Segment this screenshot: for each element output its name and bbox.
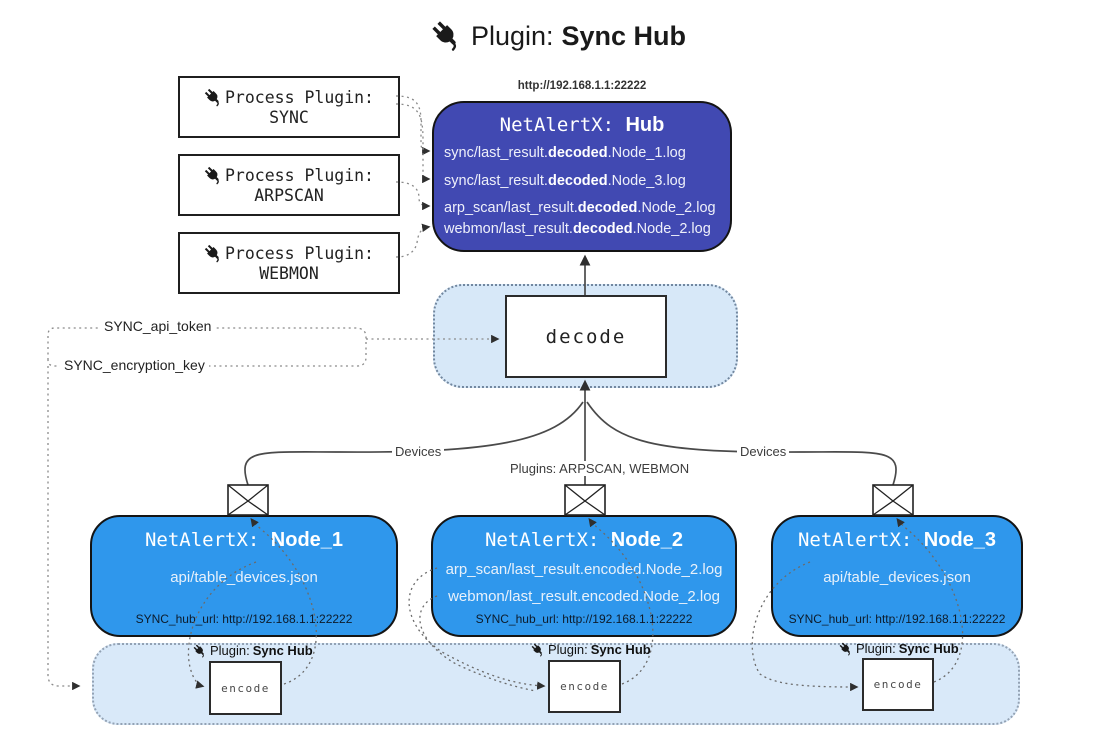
plug-icon xyxy=(531,643,542,656)
node-box-node-3: NetAlertX: Node_3 api/table_devices.json… xyxy=(771,515,1023,637)
envelope-icon xyxy=(872,484,914,516)
process-plugin-box-sync: Process Plugin: SYNC xyxy=(178,76,400,138)
encode-box: encode xyxy=(209,661,282,715)
arpscan-to-hub-line xyxy=(395,181,431,211)
encode-box: encode xyxy=(862,658,934,711)
plug-icon xyxy=(204,166,219,184)
hub-title: NetAlertX: Hub xyxy=(499,114,665,136)
hub-log-line: arp_scan/last_result.decoded.Node_2.log xyxy=(444,200,716,216)
title-prefix: Plugin: xyxy=(470,20,554,51)
process-plugin-heading: Process Plugin: xyxy=(224,87,374,107)
plug-icon xyxy=(204,244,219,262)
encode-plugin-label: Plugin:Sync Hub xyxy=(531,642,651,657)
hub-url-label: http://192.168.1.1:22222 xyxy=(517,80,647,92)
process-plugin-box-arpscan: Process Plugin: ARPSCAN xyxy=(178,154,400,216)
node-hub-url: SYNC_hub_url: http://192.168.1.1:22222 xyxy=(475,612,693,626)
node-hub-url: SYNC_hub_url: http://192.168.1.1:22222 xyxy=(135,612,353,626)
process-plugin-heading: Process Plugin: xyxy=(224,243,374,263)
sync-encryption-key-label: SYNC_encryption_key xyxy=(60,357,209,373)
process-plugin-name: ARPSCAN xyxy=(254,185,324,205)
devices-label-right: Devices xyxy=(737,444,790,459)
encode-box: encode xyxy=(548,660,621,713)
process-plugin-box-webmon: Process Plugin: WEBMON xyxy=(178,232,400,294)
sync-to-hub-line1 xyxy=(395,95,431,156)
plug-icon xyxy=(193,644,204,657)
encode-plugin-label: Plugin:Sync Hub xyxy=(193,643,313,658)
title-name: Sync Hub xyxy=(561,20,687,51)
envelope-icon xyxy=(564,484,606,516)
node-box-node-2: NetAlertX: Node_2 arp_scan/last_result.e… xyxy=(431,515,737,637)
sync-api-token-label: SYNC_api_token xyxy=(100,318,216,334)
process-plugin-name: WEBMON xyxy=(259,263,319,283)
sync-to-hub-line2 xyxy=(395,103,431,184)
webmon-to-hub-line xyxy=(395,223,431,258)
process-plugin-name: SYNC xyxy=(269,107,309,127)
node-line: api/table_devices.json xyxy=(823,569,971,586)
envelope-icon xyxy=(227,484,269,516)
hub-log-line: sync/last_result.decoded.Node_1.log xyxy=(444,145,686,161)
plugins-label-middle: Plugins: ARPSCAN, WEBMON xyxy=(507,461,693,476)
encode-plugin-label: Plugin:Sync Hub xyxy=(839,641,959,656)
page-title: Plugin: Sync Hub xyxy=(0,16,1117,56)
hub-log-line: sync/last_result.decoded.Node_3.log xyxy=(444,173,686,189)
node-hub-url: SYNC_hub_url: http://192.168.1.1:22222 xyxy=(788,612,1006,626)
sync-keys-to-encode-band xyxy=(47,366,81,691)
plug-icon xyxy=(839,642,850,655)
devices-label-left: Devices xyxy=(392,444,445,459)
hub-box: NetAlertX: Hub sync/last_result.decoded.… xyxy=(432,101,732,252)
node-title: NetAlertX: Node_2 xyxy=(484,529,684,551)
plug-icon xyxy=(432,21,457,51)
hub-log-line: webmon/last_result.decoded.Node_2.log xyxy=(444,221,711,237)
decode-box: decode xyxy=(505,295,667,378)
plug-icon xyxy=(204,88,219,106)
node-title: NetAlertX: Node_3 xyxy=(797,529,997,551)
node-line: webmon/last_result.encoded.Node_2.log xyxy=(448,588,720,605)
process-plugin-heading: Process Plugin: xyxy=(224,165,374,185)
node-line: api/table_devices.json xyxy=(170,569,318,586)
node-line: arp_scan/last_result.encoded.Node_2.log xyxy=(445,561,723,578)
node-title: NetAlertX: Node_1 xyxy=(144,529,344,551)
node-box-node-1: NetAlertX: Node_1 api/table_devices.json… xyxy=(90,515,398,637)
